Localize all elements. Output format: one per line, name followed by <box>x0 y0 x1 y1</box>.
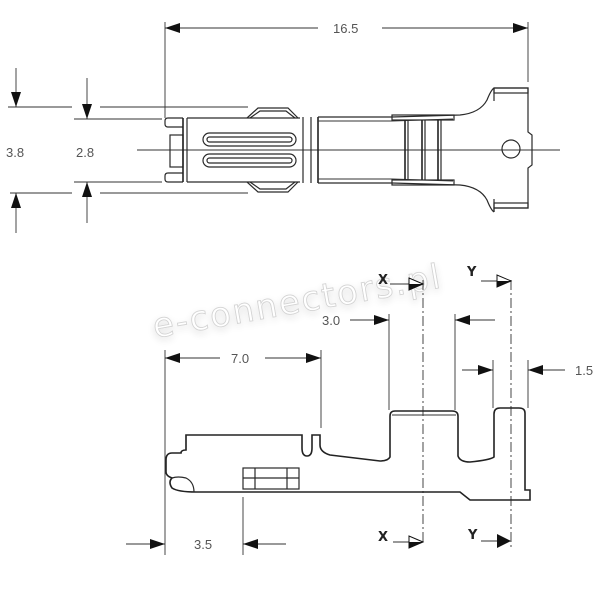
dimension-wire-crimp-width: 3.0 <box>322 313 495 410</box>
dimension-insulation-crimp-width: 1.5 <box>462 360 593 408</box>
arrow-left-icon <box>455 315 470 325</box>
top-view: 16.5 3.8 2.8 <box>6 21 560 233</box>
dim-label-3-0: 3.0 <box>322 313 340 328</box>
arrow-left-icon <box>528 365 543 375</box>
dim-label-1-5: 1.5 <box>575 363 593 378</box>
dimension-contact-length: 7.0 <box>164 350 322 555</box>
arrow-left-icon <box>165 23 180 33</box>
dim-label-16-5: 16.5 <box>333 21 358 36</box>
svg-text:e-connectors.pl: e-connectors.pl <box>150 257 446 347</box>
section-label-x-top: X <box>378 273 388 288</box>
dim-label-7-0: 7.0 <box>231 351 249 366</box>
dimension-outer-height: 3.8 <box>6 68 248 233</box>
hole-icon <box>501 139 521 159</box>
dim-label-3-5: 3.5 <box>194 537 212 552</box>
arrow-down-icon <box>82 104 92 119</box>
dimension-inner-height: 2.8 <box>74 78 162 223</box>
section-label-x-bottom: X <box>378 530 388 545</box>
arrow-right-icon <box>150 539 165 549</box>
section-marker-x: X X <box>378 273 425 549</box>
terminal-side-outline <box>165 407 531 501</box>
section-label-y-bottom: Y <box>467 528 478 543</box>
arrow-left-icon <box>243 539 258 549</box>
dimension-tab-offset: 3.5 <box>126 497 286 555</box>
section-marker-y: Y Y <box>466 265 513 550</box>
arrow-down-icon <box>11 92 21 107</box>
watermark: e-connectors.pl <box>149 256 446 347</box>
terminal-top-outline <box>164 87 533 213</box>
arrow-right-icon <box>513 23 528 33</box>
arrow-up-icon <box>11 193 21 208</box>
dimension-overall-length: 16.5 <box>164 21 529 118</box>
arrow-left-icon <box>165 353 180 363</box>
dim-label-3-8: 3.8 <box>6 145 24 160</box>
arrow-up-icon <box>82 182 92 197</box>
arrow-right-icon <box>374 315 389 325</box>
dim-label-2-8: 2.8 <box>76 145 94 160</box>
arrow-right-icon <box>478 365 493 375</box>
side-view: X X Y Y 7.0 <box>126 265 593 555</box>
arrow-right-icon <box>306 353 321 363</box>
section-label-y-top: Y <box>466 265 477 280</box>
